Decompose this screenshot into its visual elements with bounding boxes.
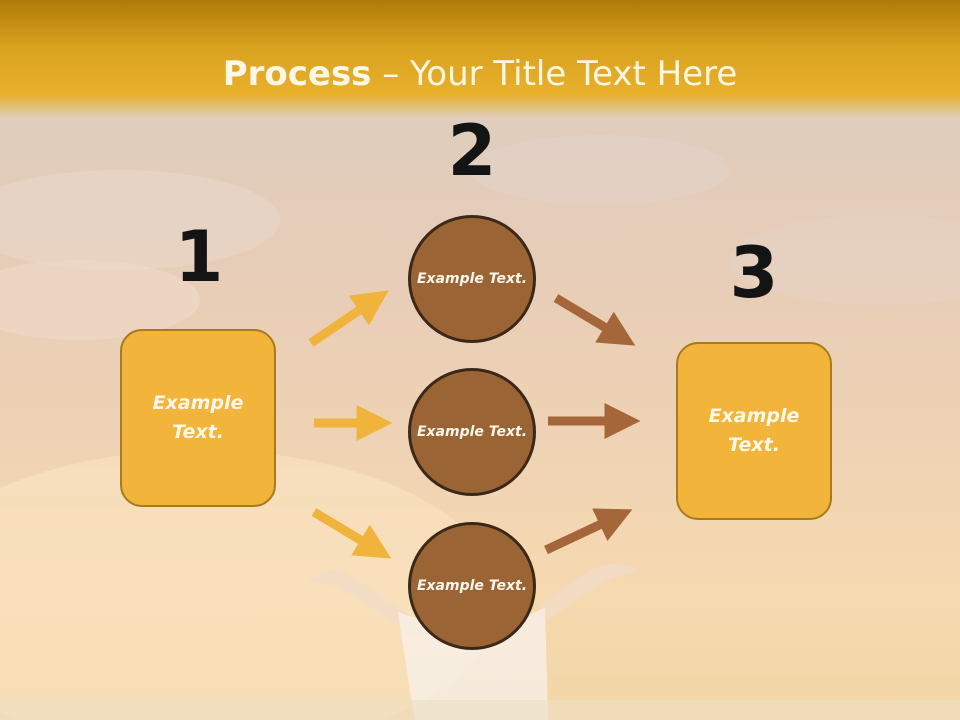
cloud	[0, 260, 200, 340]
step-2-circle-top: Example Text.	[408, 215, 536, 343]
cloud	[730, 215, 960, 305]
sun-glow	[0, 450, 500, 720]
step-number-2: 2	[447, 110, 497, 192]
circle-top-text: Example Text.	[416, 270, 528, 287]
title-bar	[0, 0, 960, 118]
step-3-box: Example Text.	[676, 342, 832, 520]
step-number-1: 1	[174, 216, 224, 298]
step-1-box: Example Text.	[120, 329, 276, 507]
slide-title: Process – Your Title Text Here	[0, 50, 960, 98]
step-3-text: Example Text.	[708, 405, 800, 456]
left-arm	[306, 569, 405, 626]
cloud	[470, 135, 730, 205]
ground-haze	[0, 700, 960, 720]
circle-bottom-text: Example Text.	[416, 577, 528, 594]
step-2-circle-middle: Example Text.	[408, 368, 536, 496]
step-number-3: 3	[729, 232, 779, 314]
step-1-text: Example Text.	[152, 392, 244, 443]
cloud	[0, 170, 280, 270]
title-bold: Process	[222, 54, 372, 94]
title-rest: – Your Title Text Here	[371, 54, 738, 94]
right-arm	[540, 563, 640, 620]
circle-middle-text: Example Text.	[416, 423, 528, 440]
step-2-circle-bottom: Example Text.	[408, 522, 536, 650]
